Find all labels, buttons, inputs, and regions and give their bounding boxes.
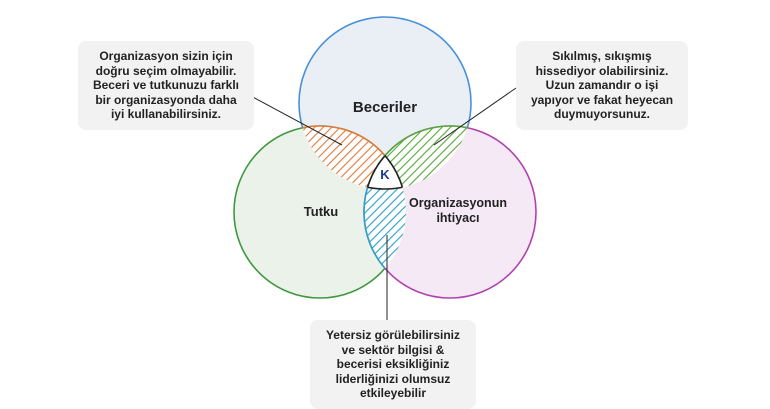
label-beceriler: Beceriler — [353, 99, 417, 116]
callout-tutku-organizasyon: Yetersiz görülebilirsiniz ve sektör bilg… — [310, 320, 476, 409]
overlap-beceriler-organizasyon — [363, 125, 471, 189]
venn-diagram: Beceriler Tutku Organizasyonun ihtiyacı … — [233, 16, 537, 320]
callout-beceri-tutku: Organizasyon sizin için doğru seçim olma… — [78, 41, 254, 130]
overlap-beceriler-tutku — [299, 125, 407, 189]
label-organizasyon-line2: ihtiyacı — [436, 211, 479, 225]
label-tutku: Tutku — [304, 204, 338, 219]
callout-beceri-organizasyon: Sıkılmış, sıkışmış hissediyor olabilirsi… — [516, 41, 688, 130]
pointer-top-right — [433, 87, 517, 146]
overlap-tutku-organizasyon — [363, 126, 406, 298]
center-label: K — [380, 167, 390, 182]
label-organizasyon-line1: Organizasyonun — [409, 196, 507, 210]
